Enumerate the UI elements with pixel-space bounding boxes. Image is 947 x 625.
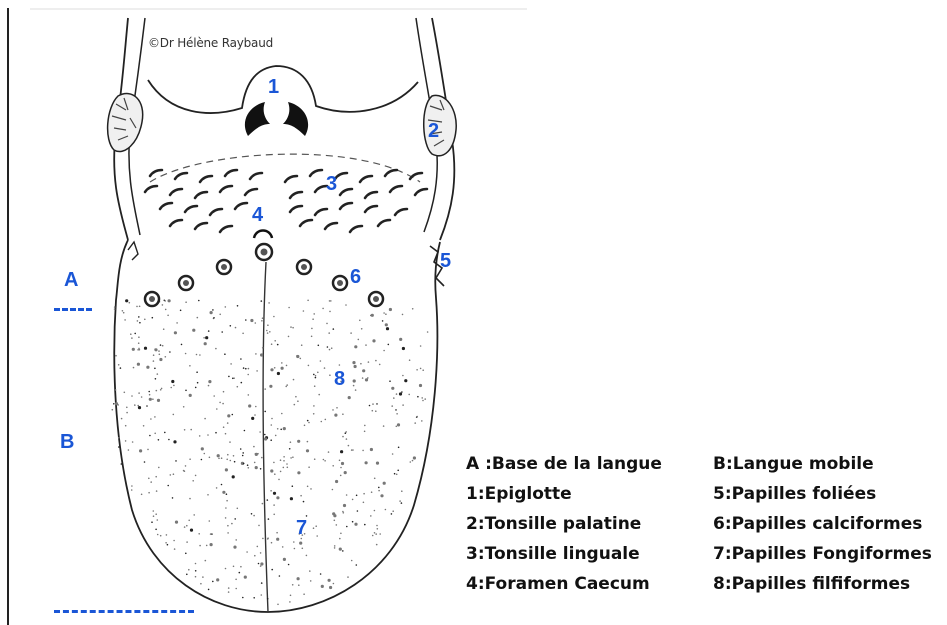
lingual-tonsil-crypt [378,220,390,226]
lingual-tonsil-dashes [145,170,427,232]
marker-B-mobile-tongue: B [60,432,74,452]
marker-3-lingual-tonsil: 3 [326,174,337,194]
legend-item-7: 7:Papilles Fongiformes [713,539,932,569]
lingual-tonsil-crypt [290,206,302,212]
legend-left-column: A :Base de la langue 1:Epiglotte 2:Tonsi… [466,449,662,599]
lingual-tonsil-crypt [350,226,362,232]
epiglottis-outline [148,66,418,113]
lingual-tonsil-crypt [410,173,422,179]
lingual-tonsil-crypt [340,203,352,209]
lingual-tonsil-crypt [385,170,397,176]
tongue-outline [114,240,440,612]
dashed-line-A [54,308,92,311]
filiform-papillae-stipple [112,299,429,605]
lingual-tonsil-crypt [245,189,257,195]
marker-5-foliate-papillae: 5 [440,251,451,271]
lingual-tonsil-crypt [365,206,377,212]
foliate-papillae-left [128,242,138,260]
legend-item-A: A :Base de la langue [466,449,662,479]
lingual-tonsil-crypt [195,223,207,229]
lingual-tonsil-crypt [235,203,247,209]
legend-item-6: 6:Papilles calciformes [713,509,932,539]
epiglottis-notch-right [283,102,308,136]
legend-item-3: 3:Tonsille linguale [466,539,662,569]
lingual-tonsil-crypt [285,176,297,182]
lingual-tonsil-crypt [220,186,232,192]
legend-item-B: B:Langue mobile [713,449,932,479]
lingual-tonsil-crypt [160,203,172,209]
lingual-tonsil-crypt [315,209,327,215]
legend-item-5: 5:Papilles foliées [713,479,932,509]
marker-4-foramen-caecum: 4 [252,205,263,225]
marker-A-tongue-base: A [64,270,78,290]
lingual-tonsil-crypt [220,226,232,232]
legend-item-1: 1:Epiglotte [466,479,662,509]
lingual-tonsil-crypt [200,176,212,182]
lingual-tonsil-crypt [195,192,207,198]
lingual-tonsil-crypt [365,192,377,198]
lingual-tonsil-crypt [250,173,262,179]
copyright-credit: ©Dr Hélène Raybaud [148,36,273,50]
lingual-tonsil-crypt [300,220,312,226]
epiglottis-notch-left [245,102,270,136]
marker-6-circumvallate-papillae: 6 [350,267,361,287]
lingual-tonsil-crypt [150,170,162,176]
lingual-tonsil-crypt [390,186,402,192]
lingual-tonsil-crypt [415,189,427,195]
lingual-tonsil-crypt [145,186,157,192]
dashed-line-B [54,610,194,613]
lingual-tonsil-boundary [150,154,420,182]
lingual-tonsil-crypt [175,173,187,179]
legend-right-column: B:Langue mobile 5:Papilles foliées 6:Pap… [713,449,932,599]
marker-1-epiglottis: 1 [268,77,279,97]
lingual-tonsil-crypt [170,189,182,195]
lingual-tonsil-crypt [185,206,197,212]
lingual-tonsil-crypt [360,176,372,182]
marker-2-palatine-tonsil: 2 [428,121,439,141]
foramen-caecum-arc [254,231,272,239]
lingual-tonsil-crypt [310,170,322,176]
lingual-tonsil-crypt [395,209,407,215]
legend-item-4: 4:Foramen Caecum [466,569,662,599]
lingual-tonsil-crypt [210,209,222,215]
legend-item-8: 8:Papilles filfiformes [713,569,932,599]
lingual-tonsil-crypt [340,189,352,195]
lingual-tonsil-crypt [290,192,302,198]
marker-8-filiform-papillae: 8 [334,369,345,389]
legend-item-2: 2:Tonsille palatine [466,509,662,539]
marker-7-fungiform-papillae: 7 [296,518,307,538]
lingual-tonsil-crypt [325,223,337,229]
lingual-tonsil-crypt [170,220,182,226]
lingual-tonsil-crypt [225,170,237,176]
